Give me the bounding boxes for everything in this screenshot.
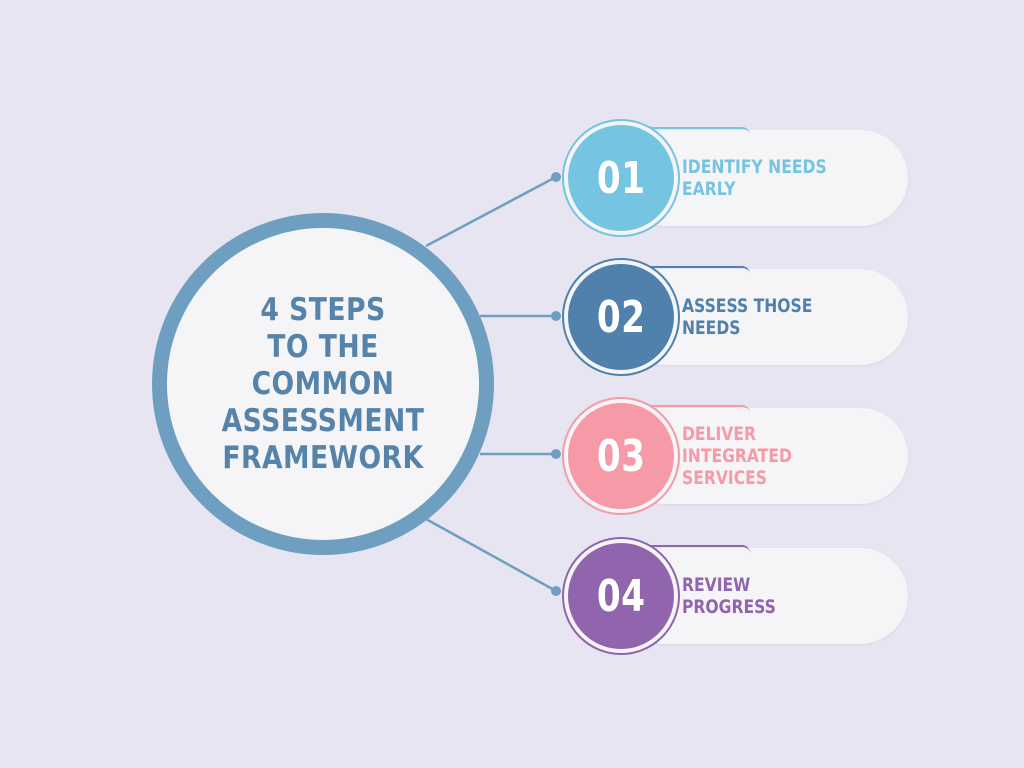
step-2-badge: 02 [568,264,674,370]
step-4-pill-tab [630,545,750,559]
step-1-number: 01 [596,152,646,204]
step-4-label: REVIEW PROGRESS [682,535,882,657]
step-2-label: ASSESS THOSE NEEDS [682,256,882,378]
step-2: 02 ASSESS THOSE NEEDS [560,256,910,378]
connector-line-4 [425,517,557,593]
step-1: 01 IDENTIFY NEEDS EARLY [560,117,910,239]
step-1-label-text: IDENTIFY NEEDS EARLY [682,156,827,200]
step-1-label: IDENTIFY NEEDS EARLY [682,117,882,239]
connector-dot-4 [551,586,561,596]
step-4-number: 04 [596,570,646,622]
step-4: 04 REVIEW PROGRESS [560,535,910,657]
connector-dot-3 [551,449,561,459]
step-3: 03 DELIVER INTEGRATED SERVICES [560,395,910,517]
connector-dot-1 [551,172,561,182]
step-3-label-text: DELIVER INTEGRATED SERVICES [682,423,792,489]
step-4-label-text: REVIEW PROGRESS [682,574,776,618]
step-2-pill-tab [630,266,750,280]
step-2-label-text: ASSESS THOSE NEEDS [682,295,813,339]
step-1-badge: 01 [568,125,674,231]
step-3-number: 03 [596,430,646,482]
connector-line-1 [425,175,557,248]
hub-title: 4 STEPS TO THE COMMON ASSESSMENT FRAMEWO… [221,291,425,476]
hub-circle: 4 STEPS TO THE COMMON ASSESSMENT FRAMEWO… [152,213,494,555]
step-3-badge: 03 [568,403,674,509]
step-4-badge: 04 [568,543,674,649]
step-3-label: DELIVER INTEGRATED SERVICES [682,395,882,517]
step-1-pill-tab [630,127,750,141]
step-3-pill-tab [630,405,750,419]
step-2-number: 02 [596,291,646,343]
connector-dot-2 [551,311,561,321]
